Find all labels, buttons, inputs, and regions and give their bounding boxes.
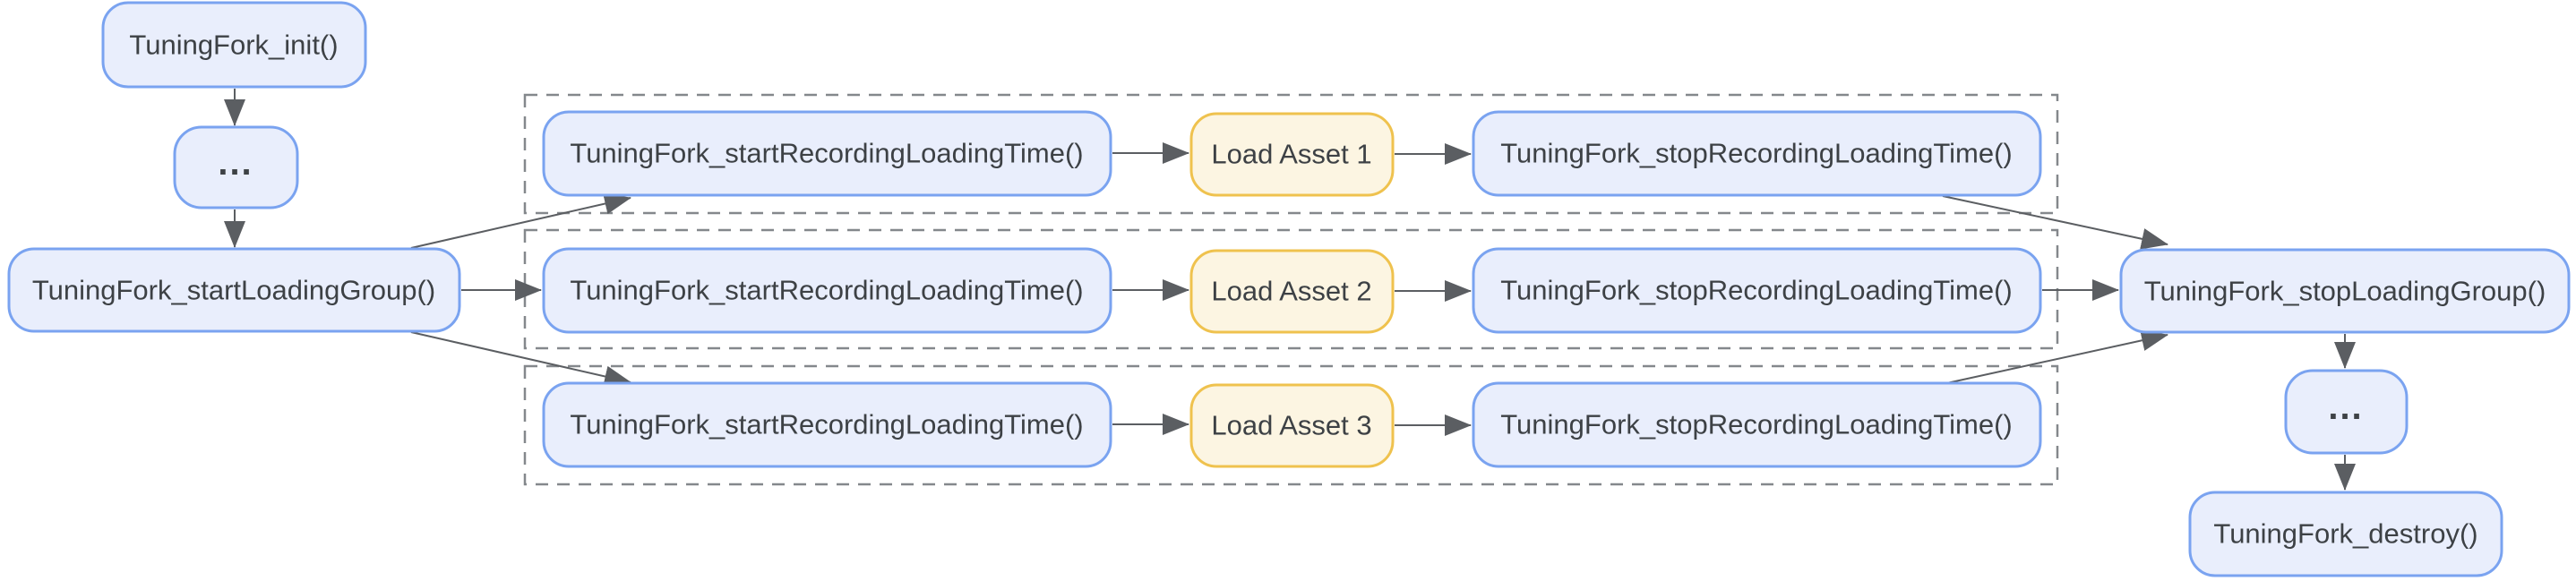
node-ellipsis-left: ... [173,125,299,209]
node-ellipsis-right-label: ... [2328,388,2363,427]
node-row3-stop-recording-label: TuningFork_stopRecordingLoadingTime() [1500,409,2013,440]
node-tuningfork-stop-loading-group-label: TuningFork_stopLoadingGroup() [2144,276,2546,307]
node-tuningfork-stop-loading-group: TuningFork_stopLoadingGroup() [2119,248,2571,334]
node-row3-start-recording: TuningFork_startRecordingLoadingTime() [542,381,1112,468]
node-tuningfork-init: TuningFork_init() [101,1,367,89]
node-row2-start-recording: TuningFork_startRecordingLoadingTime() [542,247,1112,334]
node-row1-start-recording-label: TuningFork_startRecordingLoadingTime() [570,138,1083,169]
loading-group-row-3-frame [523,364,2059,486]
node-ellipsis-right: ... [2284,369,2409,455]
node-row1-start-recording: TuningFork_startRecordingLoadingTime() [542,110,1112,197]
node-row2-stop-recording: TuningFork_stopRecordingLoadingTime() [1472,247,2042,334]
node-row3-start-recording-label: TuningFork_startRecordingLoadingTime() [570,409,1083,440]
node-row3-load-asset-label: Load Asset 3 [1211,410,1371,441]
node-ellipsis-left-label: ... [218,143,253,183]
node-row2-start-recording-label: TuningFork_startRecordingLoadingTime() [570,275,1083,306]
node-tuningfork-start-loading-group-label: TuningFork_startLoadingGroup() [32,275,435,306]
edge-row1-stop-to-stop-loading-group [1942,195,2168,250]
node-row1-stop-recording: TuningFork_stopRecordingLoadingTime() [1472,110,2042,197]
node-row2-load-asset-label: Load Asset 2 [1211,276,1371,307]
node-row1-load-asset: Load Asset 1 [1189,112,1395,197]
node-row1-load-asset-label: Load Asset 1 [1211,139,1371,170]
loading-group-row-1-frame [523,93,2059,215]
node-tuningfork-destroy: TuningFork_destroy() [2188,491,2503,577]
edge-row3-stop-to-stop-loading-group [1942,329,2168,385]
node-tuningfork-start-loading-group: TuningFork_startLoadingGroup() [7,247,461,333]
node-tuningfork-destroy-label: TuningFork_destroy() [2213,518,2477,550]
node-row3-load-asset: Load Asset 3 [1189,383,1395,468]
node-row3-stop-recording: TuningFork_stopRecordingLoadingTime() [1472,381,2042,468]
edge-start-loading-group-to-row1 [410,192,631,249]
node-row2-stop-recording-label: TuningFork_stopRecordingLoadingTime() [1500,275,2013,306]
node-row1-stop-recording-label: TuningFork_stopRecordingLoadingTime() [1500,138,2013,169]
node-row2-load-asset: Load Asset 2 [1189,249,1395,334]
node-tuningfork-init-label: TuningFork_init() [129,30,338,61]
edge-start-loading-group-to-row3 [410,331,631,388]
